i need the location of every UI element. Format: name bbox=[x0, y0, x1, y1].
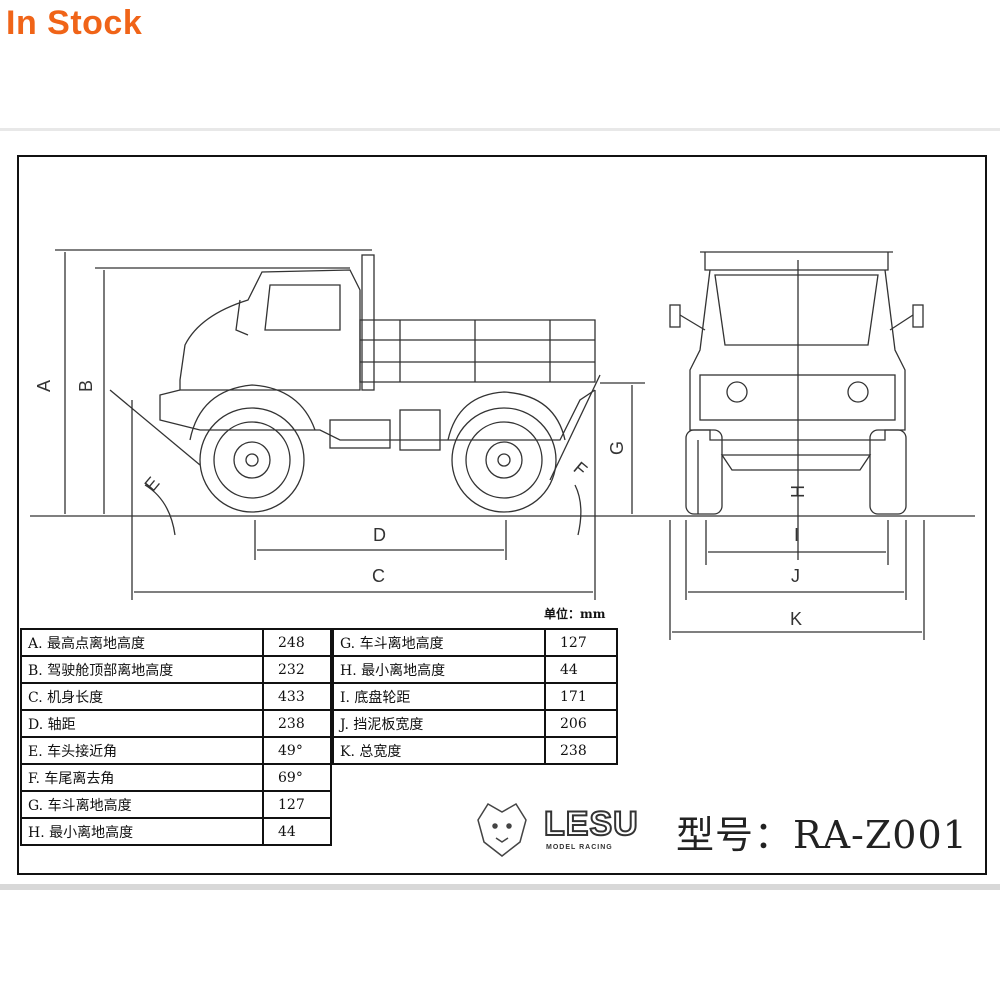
unit-label: 单位：mm bbox=[544, 607, 606, 621]
spec-value: 232 bbox=[262, 655, 332, 684]
spec-value: 127 bbox=[544, 628, 618, 657]
spec-label: J. 挡泥板宽度 bbox=[332, 709, 546, 738]
brand-subtitle: MODEL RACING bbox=[546, 844, 613, 851]
dim-letter-k: K bbox=[790, 609, 802, 629]
dim-letter-e: E bbox=[140, 473, 163, 495]
spec-value: 206 bbox=[544, 709, 618, 738]
spec-label: D. 轴距 bbox=[20, 709, 264, 738]
dim-letter-d: D bbox=[373, 525, 386, 545]
spec-label: G. 车斗离地高度 bbox=[332, 628, 546, 657]
spec-value: 69° bbox=[262, 763, 332, 792]
dim-letter-c: C bbox=[372, 566, 385, 586]
front-view-truck bbox=[669, 251, 924, 515]
spec-value: 238 bbox=[544, 736, 618, 765]
spec-label: K. 总宽度 bbox=[332, 736, 546, 765]
spec-value: 127 bbox=[262, 790, 332, 819]
spec-value: 238 bbox=[262, 709, 332, 738]
spec-label: F. 车尾离去角 bbox=[20, 763, 264, 792]
spec-label: C. 机身长度 bbox=[20, 682, 264, 711]
drawing-frame bbox=[17, 155, 987, 875]
spec-label: I. 底盘轮距 bbox=[332, 682, 546, 711]
lion-logo-icon bbox=[477, 802, 527, 857]
top-separator bbox=[0, 128, 1000, 131]
spec-label: G. 车斗离地高度 bbox=[20, 790, 264, 819]
side-view-truck bbox=[159, 254, 596, 513]
spec-value: 44 bbox=[544, 655, 618, 684]
dim-letter-b: B bbox=[76, 380, 96, 392]
bottom-separator bbox=[0, 884, 1000, 890]
spec-value: 171 bbox=[544, 682, 618, 711]
dim-letter-j: J bbox=[791, 566, 800, 586]
spec-label: H. 最小离地高度 bbox=[20, 817, 264, 846]
in-stock-label: In Stock bbox=[6, 4, 143, 42]
dim-letter-h: H bbox=[788, 485, 808, 498]
spec-label: B. 驾驶舱顶部离地高度 bbox=[20, 655, 264, 684]
model-number: 型号：RA-Z001 bbox=[676, 813, 968, 857]
spec-label: H. 最小离地高度 bbox=[332, 655, 546, 684]
side-dimension-lines bbox=[55, 249, 645, 600]
spec-value: 49° bbox=[262, 736, 332, 765]
spec-value: 433 bbox=[262, 682, 332, 711]
brand-name: LESU bbox=[543, 804, 639, 844]
dim-letter-g: G bbox=[607, 441, 627, 455]
dim-letter-a: A bbox=[34, 380, 54, 392]
spec-value: 44 bbox=[262, 817, 332, 846]
dim-letter-i: I bbox=[794, 525, 799, 545]
spec-label: A. 最高点离地高度 bbox=[20, 628, 264, 657]
dim-letter-f: F bbox=[570, 458, 591, 480]
front-dimension-lines bbox=[669, 260, 925, 640]
spec-value: 248 bbox=[262, 628, 332, 657]
spec-label: E. 车头接近角 bbox=[20, 736, 264, 765]
